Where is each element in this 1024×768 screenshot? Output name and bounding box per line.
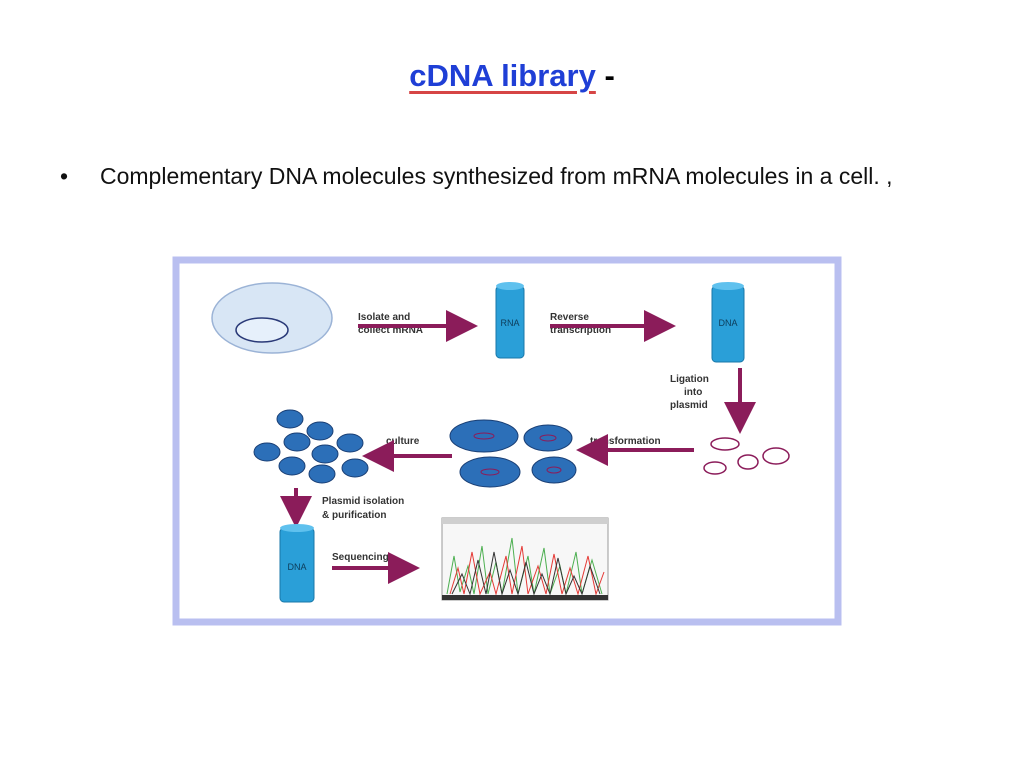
dna-tube-label-1: DNA xyxy=(718,318,737,328)
chromatogram-trace-black xyxy=(451,551,601,596)
bacterium-icon-1 xyxy=(449,419,519,453)
plasmid-icon-4 xyxy=(762,447,790,465)
rna-tube-label: RNA xyxy=(500,318,519,328)
step-reverse-label-1: Reverse xyxy=(550,312,589,323)
bacterium-plasmid-3 xyxy=(480,468,500,476)
dna-tube-label-2: DNA xyxy=(287,562,306,572)
step-ligation-label-3: plasmid xyxy=(670,400,708,411)
bacterium-icon-4 xyxy=(531,456,577,484)
plasmid-icon-1 xyxy=(710,437,740,451)
bacterium-icon-3 xyxy=(459,456,521,488)
step-transformation-label: transformation xyxy=(590,436,661,447)
bullet-marker: • xyxy=(60,163,69,189)
bacterium-plasmid-2 xyxy=(539,434,557,442)
chromatogram-footer xyxy=(442,595,608,600)
step-isolate-label-1: Isolate and xyxy=(358,312,410,323)
plasmid-icon-2 xyxy=(703,461,727,475)
step-reverse-label-2: transcription xyxy=(550,325,611,336)
chromatogram-header xyxy=(442,518,608,524)
cell-icon xyxy=(211,282,333,354)
step-isolate-label-2: collect mRNA xyxy=(358,325,423,336)
bacterium-icon-2 xyxy=(523,424,573,452)
plasmid-icon-3 xyxy=(737,454,759,470)
step-plasmid-isolation-label-2: & purification xyxy=(322,510,386,521)
bullet-item: • Complementary DNA molecules synthesize… xyxy=(60,160,920,192)
title-link[interactable]: cDNA library xyxy=(409,58,596,93)
step-ligation-label-1: Ligation xyxy=(670,374,709,385)
chromatogram-panel xyxy=(441,517,609,601)
dna-tube-top-2 xyxy=(280,524,314,532)
cdna-library-diagram: Isolate and collect mRNA RNA Reverse tra… xyxy=(172,256,842,626)
title-suffix: - xyxy=(604,58,615,93)
diagram-svg: Isolate and collect mRNA RNA Reverse tra… xyxy=(172,256,842,626)
rna-tube-top xyxy=(496,282,524,290)
bullet-text: Complementary DNA molecules synthesized … xyxy=(100,163,893,189)
bacterium-plasmid-1 xyxy=(473,432,495,440)
colony-cluster xyxy=(253,409,369,484)
step-sequencing-label: Sequencing xyxy=(332,552,389,563)
bacterium-plasmid-4 xyxy=(546,466,562,474)
step-culture-label: culture xyxy=(386,436,420,447)
step-ligation-label-2: into xyxy=(684,387,702,398)
chromatogram-trace-red xyxy=(449,545,605,596)
nucleus-icon xyxy=(235,317,289,343)
step-plasmid-isolation-label-1: Plasmid isolation xyxy=(322,496,404,507)
page-title: cDNA library - xyxy=(0,58,1024,94)
dna-tube-top-1 xyxy=(712,282,744,290)
